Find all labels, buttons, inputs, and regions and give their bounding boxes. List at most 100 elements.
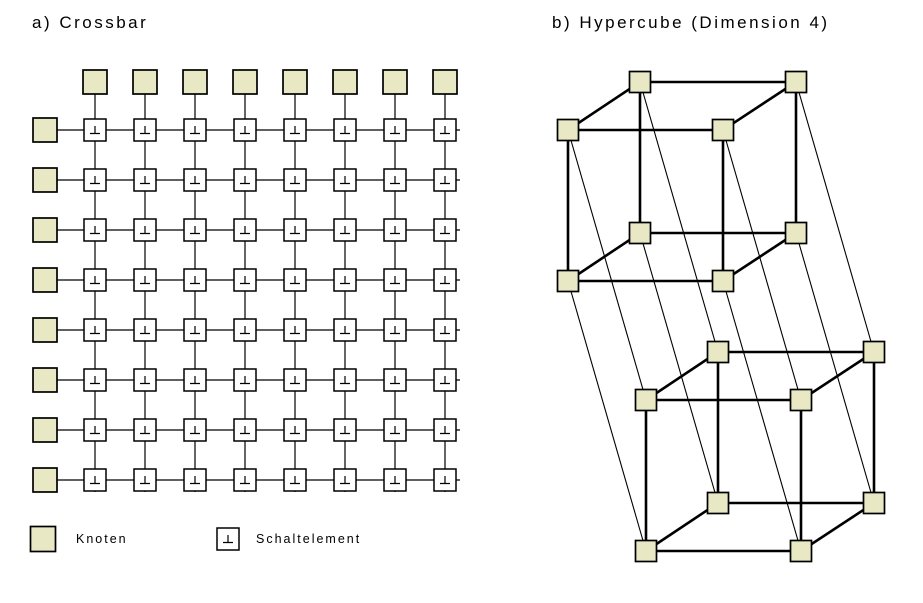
hypercube-node <box>634 388 658 412</box>
switch-symbol <box>90 376 100 385</box>
switch-symbol <box>390 176 400 185</box>
switch-symbol <box>140 426 150 435</box>
switch-symbol <box>390 226 400 235</box>
crossbar-output-node <box>32 117 58 143</box>
hypercube-link-edge <box>722 280 802 552</box>
hypercube-node <box>789 388 813 412</box>
crossbar-output-node <box>32 217 58 243</box>
hypercube-cube-edge <box>645 350 719 402</box>
crossbar-input-node <box>82 69 108 95</box>
switch-symbol <box>340 176 350 185</box>
switch-symbol <box>90 126 100 135</box>
switch-symbol <box>440 226 450 235</box>
hypercube-node <box>711 118 735 142</box>
switch-symbol <box>390 426 400 435</box>
switch-symbol <box>390 126 400 135</box>
hypercube-cube-edge <box>567 231 641 283</box>
hypercube-diagram <box>556 70 886 563</box>
switch-symbol <box>190 226 200 235</box>
crossbar-input-node <box>332 69 358 95</box>
switch-symbol <box>140 226 150 235</box>
switch-symbol <box>290 426 300 435</box>
hypercube-node <box>556 118 580 142</box>
hypercube-link-edge <box>795 232 875 504</box>
switch-symbol <box>290 376 300 385</box>
switch-symbol <box>90 326 100 335</box>
crossbar-input-node <box>432 69 458 95</box>
crossbar-output-node <box>32 417 58 443</box>
crossbar-input-node <box>232 69 258 95</box>
switch-symbol <box>290 326 300 335</box>
legend-swatches <box>29 525 240 553</box>
switch-symbol <box>240 476 250 485</box>
switch-symbol <box>190 276 200 285</box>
hypercube-node <box>628 70 652 94</box>
hypercube-cube-edge <box>722 231 797 283</box>
hypercube-node <box>706 491 730 515</box>
switch-symbol <box>390 276 400 285</box>
crossbar-input-node <box>182 69 208 95</box>
switch-symbol <box>190 176 200 185</box>
legend-label-knoten: Knoten <box>76 532 128 546</box>
switch-symbol <box>390 476 400 485</box>
switch-symbol <box>140 376 150 385</box>
switch-symbol <box>390 376 400 385</box>
switch-symbol <box>240 426 250 435</box>
hypercube-link-edge <box>639 81 719 353</box>
hypercube-cube-edge <box>645 501 719 553</box>
crossbar-diagram <box>32 69 460 493</box>
hypercube-title: b) Hypercube (Dimension 4) <box>552 13 830 32</box>
hypercube-link-edge <box>795 81 875 353</box>
switch-symbol <box>290 276 300 285</box>
switch-symbol <box>340 326 350 335</box>
hypercube-node <box>634 539 658 563</box>
hypercube-node <box>706 340 730 364</box>
switch-symbol <box>440 476 450 485</box>
legend-node-swatch <box>29 525 57 553</box>
switch-symbol <box>390 326 400 335</box>
switch-symbol <box>290 476 300 485</box>
hypercube-cube-edge <box>800 501 875 553</box>
hypercube-link-edge <box>567 129 647 401</box>
switch-symbol <box>340 226 350 235</box>
crossbar-input-node <box>382 69 408 95</box>
switch-symbol <box>240 226 250 235</box>
switch-symbol <box>290 226 300 235</box>
hypercube-node <box>784 221 808 245</box>
switch-symbol <box>290 176 300 185</box>
switch-symbol <box>223 535 233 544</box>
switch-symbol <box>240 276 250 285</box>
hypercube-node <box>784 70 808 94</box>
switch-symbol <box>190 326 200 335</box>
crossbar-title: a) Crossbar <box>32 13 149 32</box>
switch-symbol <box>240 176 250 185</box>
switch-symbol <box>240 326 250 335</box>
switch-symbol <box>140 276 150 285</box>
switch-symbol <box>90 176 100 185</box>
crossbar-output-node <box>32 167 58 193</box>
hypercube-node <box>628 221 652 245</box>
crossbar-input-node <box>132 69 158 95</box>
switch-symbol <box>140 476 150 485</box>
switch-symbol <box>440 426 450 435</box>
switch-symbol <box>140 126 150 135</box>
hypercube-node <box>711 269 735 293</box>
switch-symbol <box>190 126 200 135</box>
legend-label-schaltelement: Schaltelement <box>256 532 362 546</box>
switch-symbol <box>90 276 100 285</box>
switch-symbol <box>190 476 200 485</box>
hypercube-link-edge <box>567 280 647 552</box>
switch-symbol <box>340 126 350 135</box>
switch-symbol <box>440 276 450 285</box>
switch-symbol <box>440 176 450 185</box>
switch-symbol <box>290 126 300 135</box>
switch-symbol <box>440 326 450 335</box>
switch-symbol <box>90 476 100 485</box>
switch-symbol <box>190 376 200 385</box>
switch-symbol <box>340 276 350 285</box>
hypercube-link-edge <box>722 129 802 401</box>
hypercube-cube-edge <box>722 80 797 132</box>
hypercube-node <box>789 539 813 563</box>
hypercube-cube-edge <box>567 80 641 132</box>
